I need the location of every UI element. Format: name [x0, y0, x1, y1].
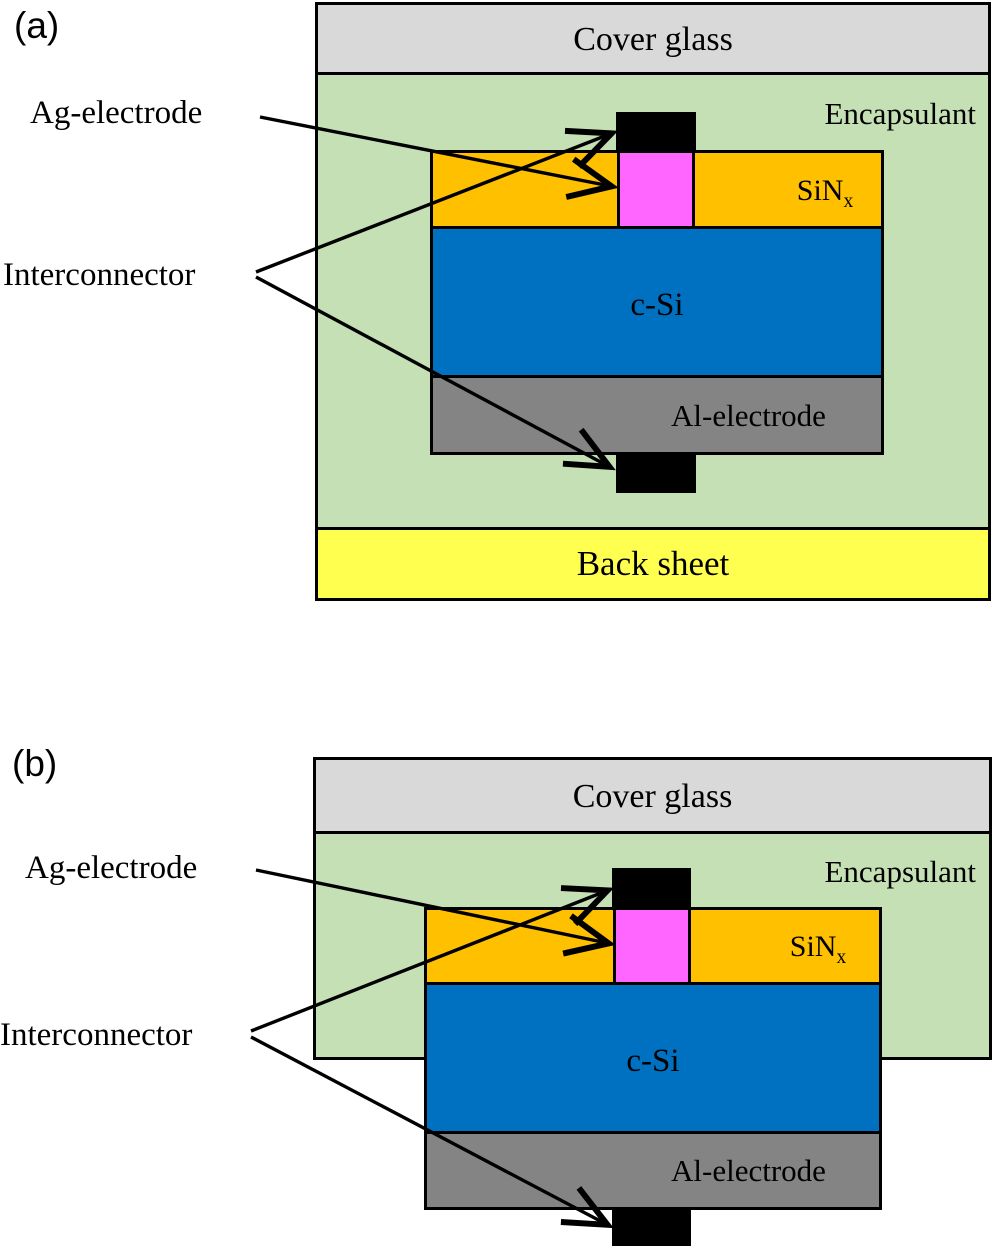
panel-b-sinx-label: SiNx: [789, 930, 847, 968]
panel-b-c-si-label: c-Si: [626, 1043, 680, 1079]
panel-a-back-sheet-label: Back sheet: [576, 544, 730, 583]
panel-a-sinx-subscript: x: [843, 191, 854, 212]
panel-b-cover-glass-layer: [313, 757, 992, 834]
panel-a-interconnector-bottom-block: [616, 452, 696, 493]
panel-b-interconnector-callout-label: Interconnector: [0, 1017, 193, 1053]
panel-a-ag-electrode-block: [617, 150, 695, 229]
panel-b-encapsulant-label: Encapsulant: [824, 854, 976, 889]
panel-a-interconnector-top-block: [616, 112, 696, 153]
panel-a-interconnector-callout-label: Interconnector: [3, 257, 196, 293]
panel-a-sinx-label: SiNx: [796, 174, 854, 212]
panel-b-al-electrode-label: Al-electrode: [671, 1153, 826, 1188]
panel-b-interconnector-top-block: [612, 868, 691, 910]
panel-a-c-si-label: c-Si: [630, 287, 684, 323]
panel-a-ag-electrode-callout-label: Ag-electrode: [30, 95, 203, 131]
panel-b-tag: (b): [12, 743, 58, 784]
panel-b-ag-electrode-callout-label: Ag-electrode: [25, 850, 198, 886]
panel-b-ag-electrode-block: [613, 907, 691, 985]
panel-a-tag: (a): [14, 5, 60, 46]
panel-a-encapsulant-label: Encapsulant: [824, 96, 976, 131]
panel-b-interconnector-bottom-block: [612, 1207, 691, 1246]
panel-b-cover-glass-label: Cover glass: [572, 778, 733, 815]
panel-a-al-electrode-label: Al-electrode: [671, 398, 826, 433]
panel-a-back-sheet-layer: [315, 527, 991, 601]
panel-b-sinx-subscript: x: [836, 947, 847, 968]
panel-a-cover-glass-label: Cover glass: [573, 21, 733, 58]
